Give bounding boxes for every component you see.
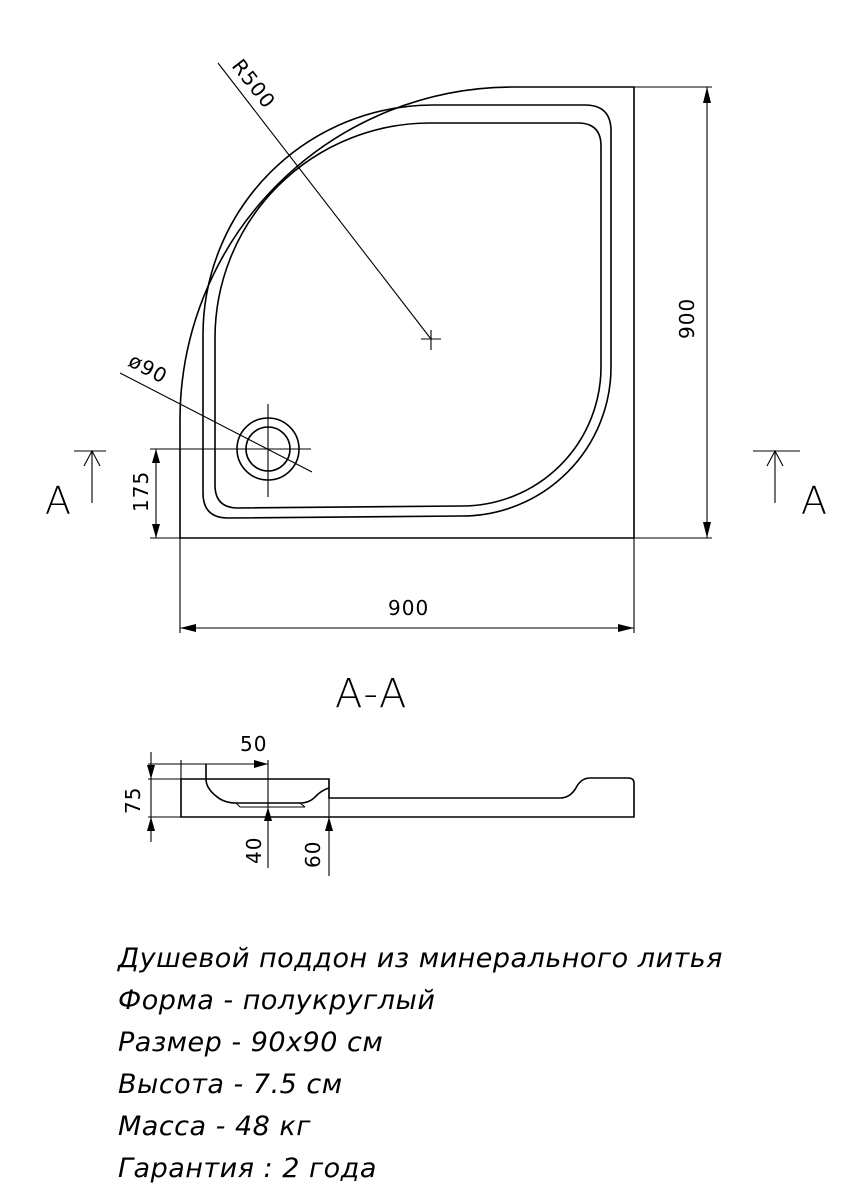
spec-line: Высота - 7.5 см — [118, 1069, 343, 1100]
width-label: 900 — [388, 596, 429, 620]
tray-outer-outline — [179, 86, 635, 539]
radius-leader-line — [217, 62, 432, 340]
spec-line: Масса - 48 кг — [118, 1111, 311, 1142]
basin-outer-edge — [202, 104, 612, 519]
section-marker-left: A — [45, 479, 71, 523]
spec-line: Размер - 90x90 см — [118, 1027, 384, 1058]
drain-diameter-leader — [119, 372, 313, 473]
plan-view: R500 ø90 900 900 175 A A — [45, 54, 827, 633]
rim-width-label: 50 — [240, 732, 267, 756]
section-marker-right: A — [801, 479, 827, 523]
basin-inner-edge — [214, 122, 602, 509]
radius-label: R500 — [227, 54, 280, 113]
spec-line: Форма - полукруглый — [118, 985, 436, 1016]
height-label: 900 — [675, 298, 699, 339]
specifications-list: Душевой поддон из минерального литья Фор… — [118, 938, 723, 1190]
section-title: A-A — [335, 671, 408, 717]
tray-section-profile — [180, 777, 635, 818]
spec-line: Гарантия : 2 года — [118, 1153, 377, 1184]
section-drain-offset-label: 60 — [301, 841, 325, 868]
section-view: 50 75 40 60 — [121, 732, 635, 876]
drain-diameter-label: ø90 — [125, 348, 172, 388]
spec-line: Душевой поддон из минерального литья — [118, 943, 723, 974]
drain-offset-label: 175 — [129, 471, 153, 512]
drain-depth-label: 40 — [242, 837, 266, 864]
section-height-label: 75 — [121, 787, 145, 814]
